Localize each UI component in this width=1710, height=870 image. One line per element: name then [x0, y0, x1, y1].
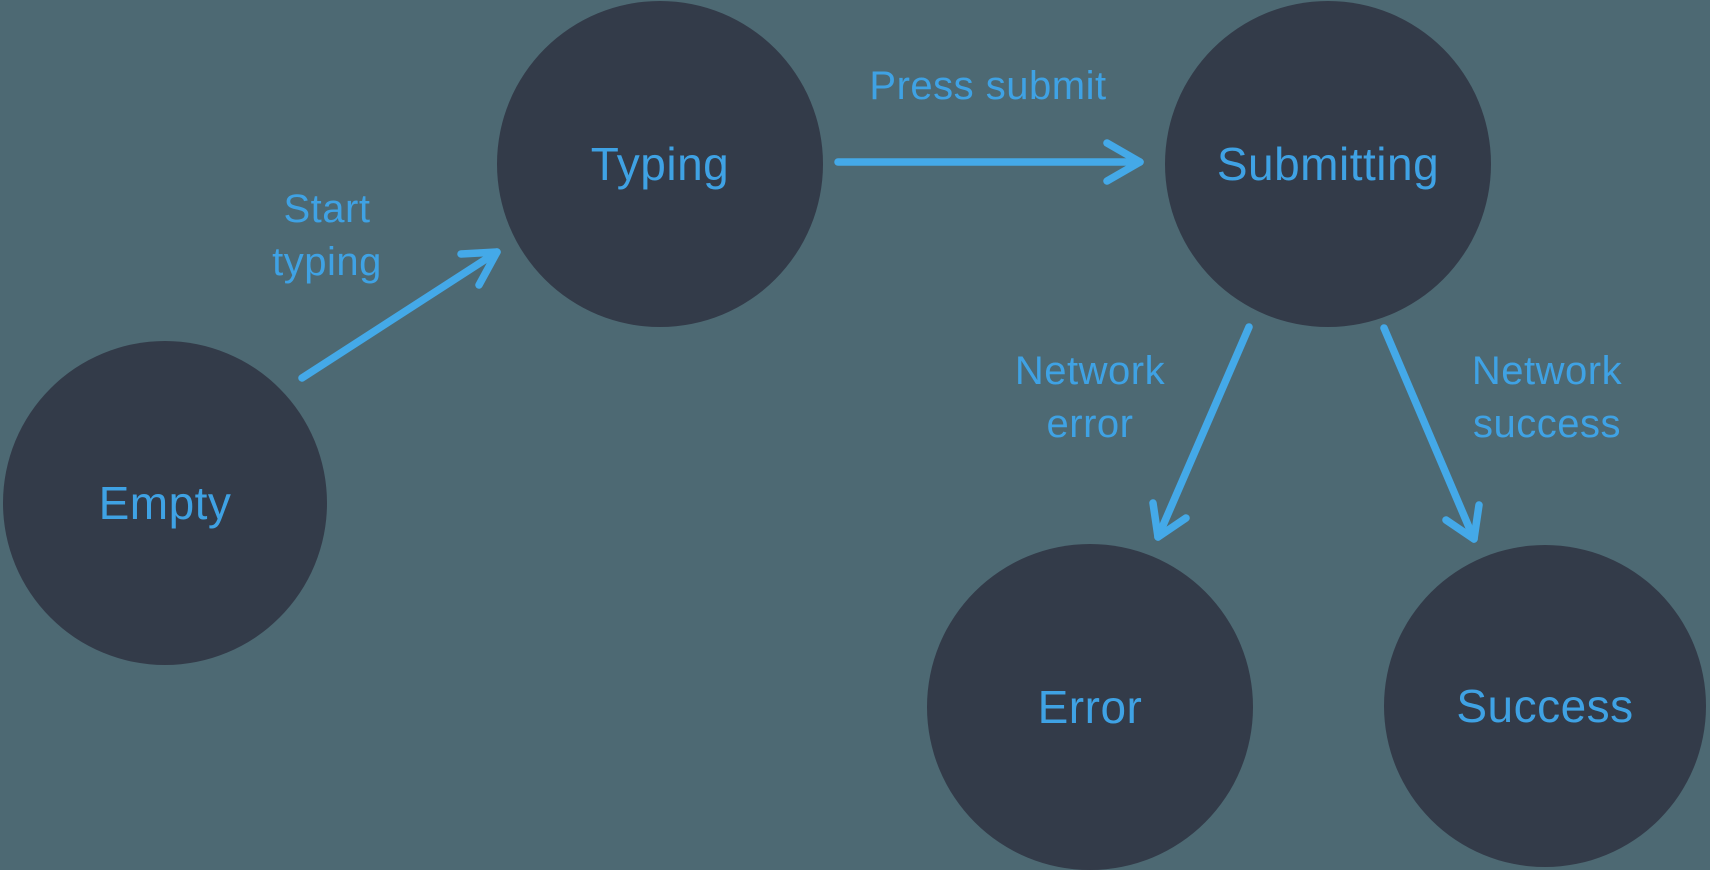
transition-label-network-error: Network error [960, 345, 1220, 451]
transition-label-line: Network [1014, 349, 1166, 393]
transition-label-line: Press submit [869, 64, 1107, 108]
arrow-press-submit [834, 139, 1144, 185]
state-node-success: Success [1384, 545, 1706, 867]
state-label-error: Error [1037, 681, 1143, 733]
transition-label-line: Network [1471, 349, 1623, 393]
state-label-success: Success [1456, 680, 1634, 732]
state-node-typing: Typing [497, 1, 823, 327]
state-node-error: Error [927, 544, 1253, 870]
transition-label-line: Start [283, 187, 371, 231]
state-node-submitting: Submitting [1165, 1, 1491, 327]
transition-label-line: error [1046, 402, 1134, 446]
state-node-empty: Empty [3, 341, 327, 665]
transition-label-start-typing: Start typing [207, 183, 447, 289]
transition-label-line: typing [272, 240, 382, 284]
transition-label-network-success: Network success [1417, 345, 1677, 451]
transition-label-line: success [1473, 402, 1621, 446]
state-label-typing: Typing [590, 138, 730, 190]
state-label-empty: Empty [98, 477, 232, 529]
transition-label-press-submit: Press submit [818, 60, 1158, 113]
state-label-submitting: Submitting [1216, 138, 1440, 190]
